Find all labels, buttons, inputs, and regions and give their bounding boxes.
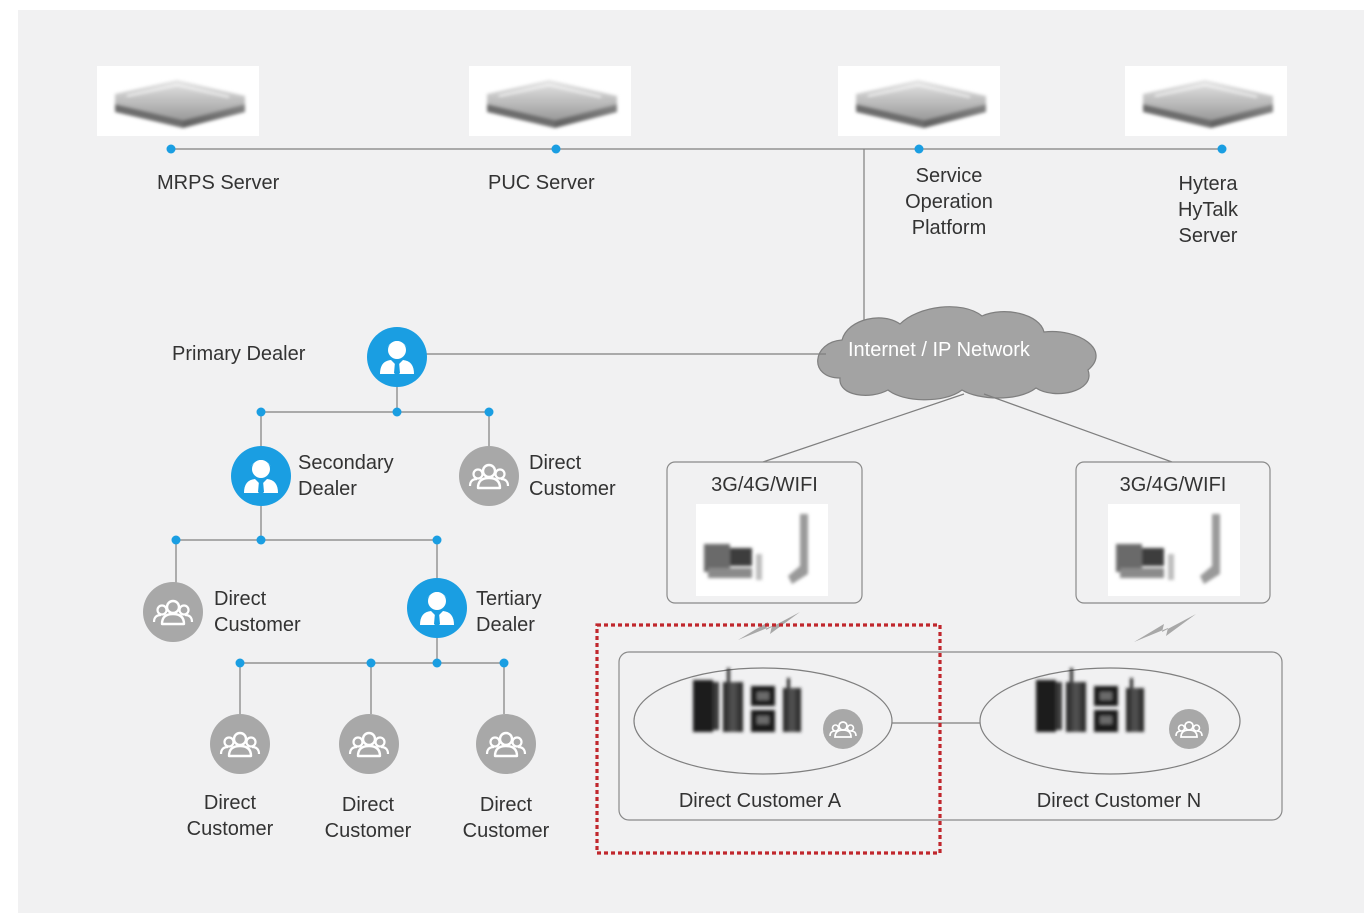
customer-group-icon <box>822 708 864 750</box>
base-station-icon <box>1108 504 1240 596</box>
direct-customer-label: Direct Customer <box>529 452 616 500</box>
lightning-wireless-icon <box>738 612 800 640</box>
customer-group-icon <box>141 580 205 644</box>
bus-dot <box>1217 144 1227 154</box>
network-to-ap-a-line <box>762 393 965 463</box>
direct-customer-label: Direct Customer <box>324 794 412 842</box>
access-point-label: 3G/4G/WIFI <box>1119 474 1227 496</box>
access-point-label: 3G/4G/WIFI <box>711 474 818 496</box>
secondary-dealer-icon <box>231 446 291 506</box>
lightning-wireless-icon <box>1134 614 1196 642</box>
tertiary-dealer-label: Tertiary Dealer <box>476 588 542 636</box>
primary-dealer-label: Primary Dealer <box>172 343 306 365</box>
mrps-server-label: MRPS Server <box>157 172 280 194</box>
customer-group-icon <box>474 712 538 776</box>
bus-dot <box>914 144 924 154</box>
hytalk-server-icon <box>1125 66 1287 136</box>
network-label: Internet / IP Network <box>848 339 1030 361</box>
direct-customer-label: Direct Customer <box>186 792 274 840</box>
direct-customer-label: Direct Customer <box>214 588 301 636</box>
network-cloud-icon <box>817 306 1097 401</box>
mrps-server-icon <box>97 66 259 136</box>
service-operation-platform-label: Service Operation Platform <box>905 165 993 239</box>
service-operation-platform-icon <box>838 66 1000 136</box>
hytalk-server-label: Hytera HyTalk Server <box>1177 173 1238 247</box>
network-to-ap-n-line <box>983 393 1173 463</box>
bus-dot <box>166 144 176 154</box>
customer-group-n-label: Direct Customer N <box>1036 790 1202 812</box>
customer-group-icon <box>457 444 521 508</box>
direct-customer-label: Direct Customer <box>462 794 550 842</box>
base-station-icon <box>696 504 828 596</box>
primary-dealer-icon <box>367 327 427 387</box>
puc-server-icon <box>469 66 631 136</box>
puc-server-label: PUC Server <box>488 172 595 194</box>
customer-group-icon <box>208 712 272 776</box>
secondary-dealer-label: Secondary Dealer <box>298 452 394 500</box>
customer-group-icon <box>337 712 401 776</box>
customer-group-icon <box>1168 708 1210 750</box>
highlight-box <box>595 623 942 855</box>
tertiary-dealer-icon <box>407 578 467 638</box>
bus-dot <box>551 144 561 154</box>
customer-group-a-label: Direct Customer A <box>678 790 842 812</box>
tree-dots <box>171 407 509 668</box>
